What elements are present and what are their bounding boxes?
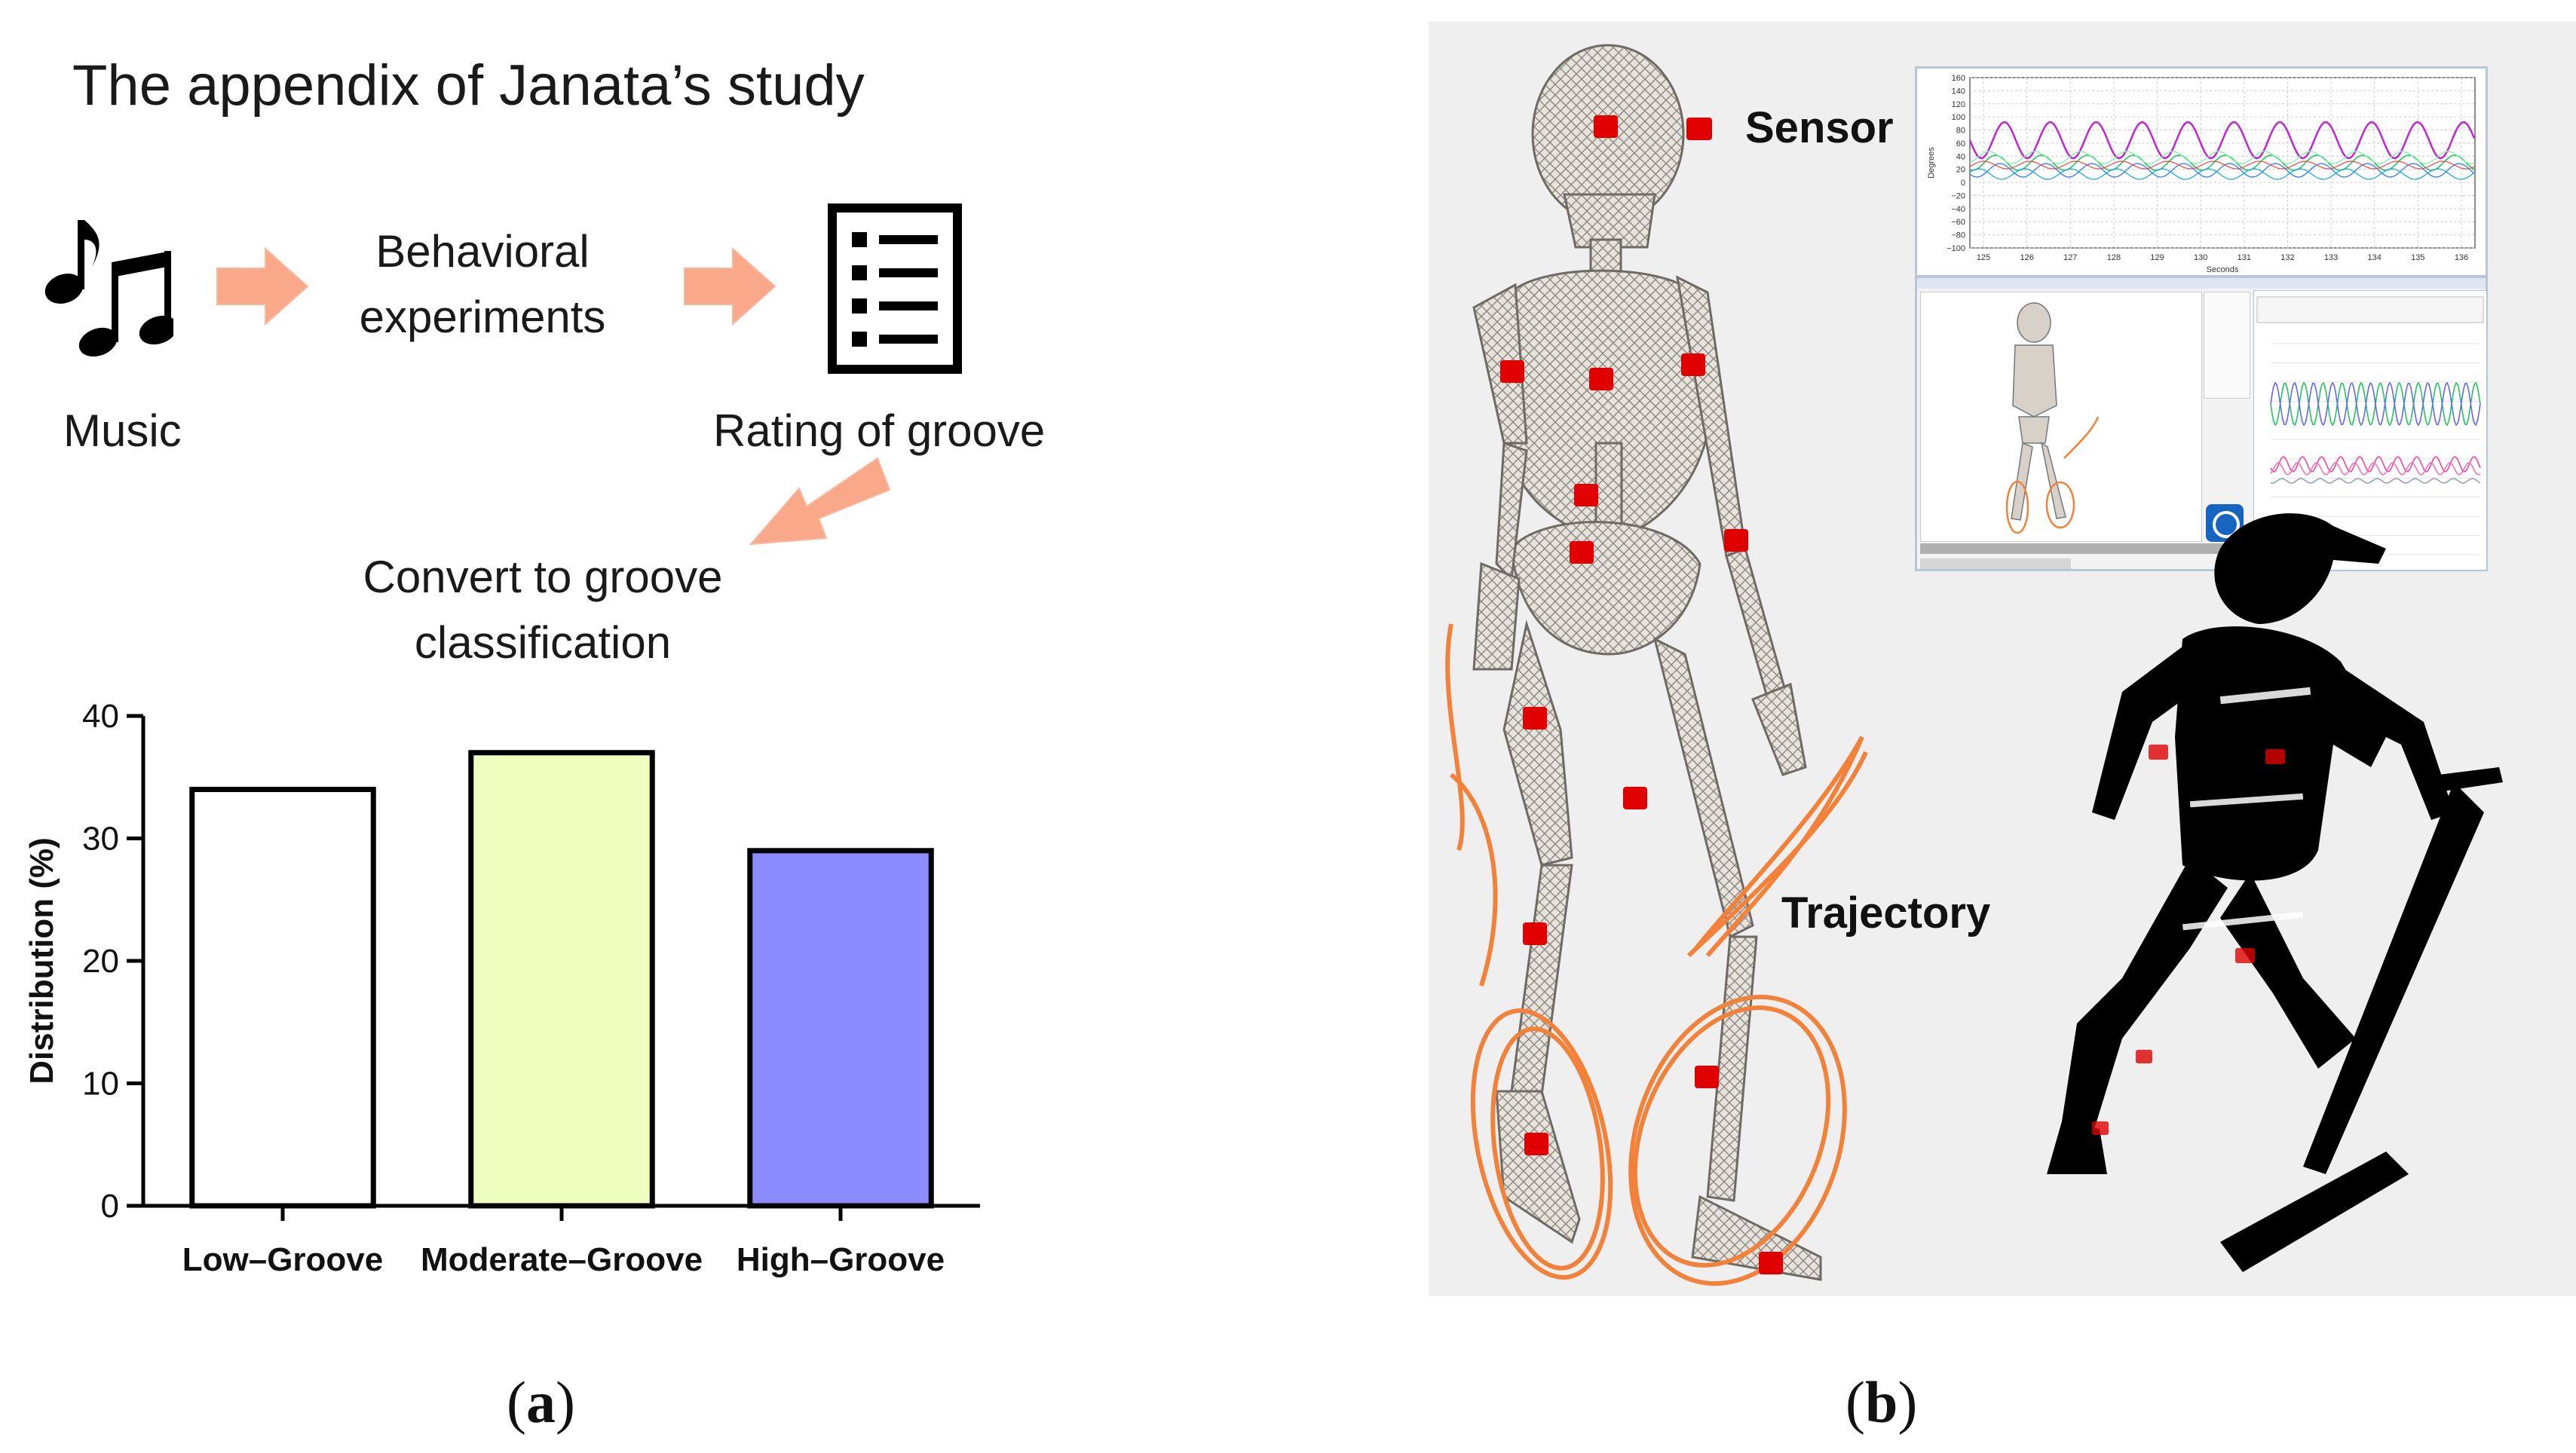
graph-x-tick-label: 136 xyxy=(2455,253,2468,262)
trajectory-label: Trajectory xyxy=(1781,889,1991,938)
joint-angle-series xyxy=(2270,478,2481,484)
angle-series xyxy=(1969,161,2475,170)
x-tick-label: High–Groove xyxy=(737,1241,945,1278)
graph-y-tick-label: −40 xyxy=(1951,205,1965,214)
side-toolbar xyxy=(2204,292,2250,399)
y-tick-label: 40 xyxy=(82,698,119,735)
graph-x-tick-label: 128 xyxy=(2107,253,2121,262)
graph-x-tick-label: 133 xyxy=(2324,253,2338,262)
y-tick-label: 30 xyxy=(82,821,119,858)
graph-y-tick-label: −100 xyxy=(1947,244,1965,253)
bar xyxy=(468,750,655,1209)
figure-title: The appendix of Janata’s study xyxy=(72,54,865,118)
joint-angle-series xyxy=(2270,462,2481,476)
x-tick-label: Moderate–Groove xyxy=(421,1241,703,1278)
arrow-down-left-icon xyxy=(749,457,891,546)
timeline-bar xyxy=(1920,543,2249,554)
graph-x-tick-label: 131 xyxy=(2238,253,2251,262)
behavioral-line-1: Behavioral xyxy=(375,226,590,277)
joint-angle-series xyxy=(2270,456,2481,473)
graph-x-tick-label: 126 xyxy=(2020,253,2033,262)
graph-x-tick-label: 132 xyxy=(2280,253,2294,262)
graph-y-tick-label: 160 xyxy=(1952,74,1965,83)
rating-of-groove-label: Rating of groove xyxy=(713,405,1046,456)
graph-y-tick-label: −20 xyxy=(1951,191,1965,200)
y-tick-label: 0 xyxy=(101,1188,119,1225)
y-tick-label: 10 xyxy=(82,1066,119,1103)
graph-y-tick-label: 140 xyxy=(1952,87,1965,96)
graph-y-tick-label: 0 xyxy=(1961,179,1965,188)
checklist-icon xyxy=(828,203,962,374)
panel-label-b: (b) xyxy=(1845,1369,1918,1435)
graph-x-tick-label: 129 xyxy=(2150,253,2164,262)
convert-line-2: classification xyxy=(414,617,672,668)
panel-letter-a: a xyxy=(525,1369,556,1435)
angle-graph: 160 140 120 100 80 60 40 20 0 −20 −40 −60 −80 −100 125… xyxy=(1927,74,2476,274)
sensor-label: Sensor xyxy=(1745,103,1894,152)
y-axis-label: Distribution (%) xyxy=(23,837,60,1084)
graph-y-tick-label: 120 xyxy=(1952,100,1965,109)
panel-label-a: (a) xyxy=(507,1369,575,1435)
mini-skeleton-icon xyxy=(2005,302,2100,534)
graph-y-tick-label: −60 xyxy=(1951,218,1965,227)
angle-series xyxy=(1969,168,2475,180)
graph-x-tick-label: 130 xyxy=(2194,253,2207,262)
x-tick-label: Low–Groove xyxy=(182,1241,384,1278)
graph-x-axis-label: Seconds xyxy=(2207,265,2239,274)
arrow-right-icon xyxy=(684,247,776,326)
participant-silhouette xyxy=(2047,513,2503,1272)
skeleton-illustration xyxy=(1445,44,1868,1286)
joint-angle-waves xyxy=(2256,296,2484,555)
motion-capture-panel: Sensor Trajectory 160 140 120 100 80 60 40 20 0 −… xyxy=(1429,21,2576,1296)
bar xyxy=(189,787,376,1209)
graph-y-tick-label: 20 xyxy=(1956,166,1965,175)
graph-x-tick-label: 135 xyxy=(2411,253,2424,262)
graph-y-tick-label: 60 xyxy=(1956,139,1965,148)
graph-x-tick-label: 134 xyxy=(2368,253,2381,262)
sensor-legend-marker xyxy=(1686,118,1712,140)
graph-frame xyxy=(1969,77,2476,249)
graph-header xyxy=(2256,296,2484,323)
graph-y-tick-label: 80 xyxy=(1956,127,1965,136)
joint-angle-series xyxy=(2270,381,2481,427)
convert-label: Convert to groove classification xyxy=(332,544,754,675)
viewer-pane xyxy=(1920,292,2202,542)
window-titlebar xyxy=(1917,278,2486,289)
status-bar xyxy=(1920,558,2071,569)
graph-x-tick-label: 125 xyxy=(1977,253,1990,262)
behavioral-experiments-label: Behavioral experiments xyxy=(332,219,633,350)
angle-series xyxy=(1968,121,2476,160)
graph-x-tick-label: 127 xyxy=(2063,253,2077,262)
graph-y-tick-label: 100 xyxy=(1952,113,1965,122)
convert-line-1: Convert to groove xyxy=(363,552,723,602)
music-label: Music xyxy=(63,405,182,456)
panel-letter-b: b xyxy=(1864,1369,1898,1435)
graph-y-tick-label: −80 xyxy=(1951,231,1965,240)
graph-y-axis-label: Degrees xyxy=(1927,147,1936,179)
arrow-right-icon xyxy=(216,247,309,326)
behavioral-line-2: experiments xyxy=(359,292,606,342)
music-notes-icon xyxy=(44,220,173,357)
angle-series xyxy=(1969,151,2475,164)
bar xyxy=(747,848,934,1209)
angle-graph-screenshot: 160 140 120 100 80 60 40 20 0 −20 −40 −60 −80 −100 125… xyxy=(1915,66,2488,277)
y-tick-label: 20 xyxy=(82,943,119,980)
graph-y-tick-label: 40 xyxy=(1956,152,1965,161)
angle-series xyxy=(1969,163,2475,178)
